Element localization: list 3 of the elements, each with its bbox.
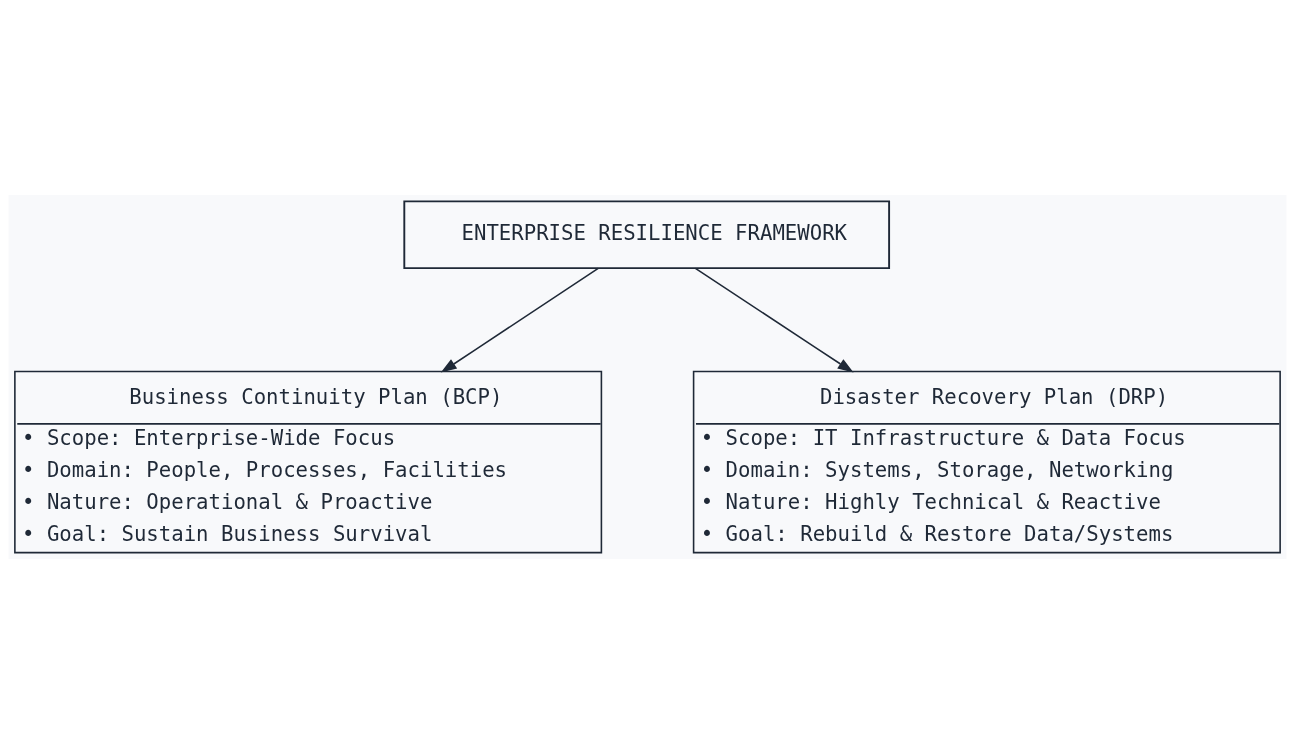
arrow (440, 267, 599, 373)
arrow (694, 267, 854, 373)
node-box: ENTERPRISE RESILIENCE FRAMEWORK (403, 199, 891, 269)
